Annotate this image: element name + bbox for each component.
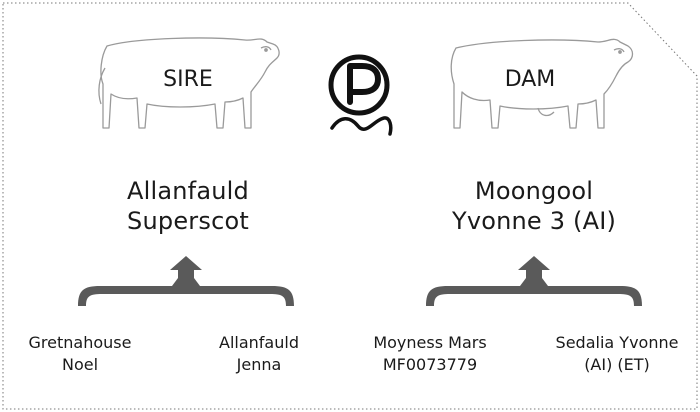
- sire-sire-name: Gretnahouse Noel: [6, 332, 154, 376]
- dam-label: DAM: [505, 67, 556, 92]
- sire-name: Allanfauld Superscot: [80, 176, 296, 236]
- sire-dam-line1: Allanfauld: [219, 333, 299, 352]
- sire-name-line2: Superscot: [127, 207, 249, 235]
- dam-name-line1: Moongool: [474, 177, 594, 205]
- dam-sire-line1: Moyness Mars: [373, 333, 487, 352]
- dam-sire-name: Moyness Mars MF0073779: [350, 332, 510, 376]
- dam-cow-outline-icon: [450, 38, 634, 129]
- dam-dam-name: Sedalia Yvonne (AI) (ET): [536, 332, 698, 376]
- sire-dam-line2: Jenna: [236, 355, 282, 374]
- dam-name-line2: Yvonne 3 (AI): [451, 207, 617, 235]
- sire-sire-line2: Noel: [61, 355, 99, 374]
- dam-parent-connector: [426, 256, 642, 306]
- sire-dam-name: Allanfauld Jenna: [194, 332, 324, 376]
- dam-dam-line1: Sedalia Yvonne: [555, 333, 679, 352]
- sire-cow-outline-icon: [98, 37, 280, 129]
- sire-sire-line1: Gretnahouse: [28, 333, 132, 352]
- sire-name-line1: Allanfauld: [127, 177, 249, 205]
- dam-dam-line2: (AI) (ET): [584, 355, 650, 374]
- sire-label: SIRE: [163, 67, 213, 92]
- polled-icon: [328, 54, 393, 136]
- dam-sire-line2: MF0073779: [382, 355, 478, 374]
- sire-parent-connector: [78, 256, 294, 306]
- dam-name: Moongool Yvonne 3 (AI): [412, 176, 656, 236]
